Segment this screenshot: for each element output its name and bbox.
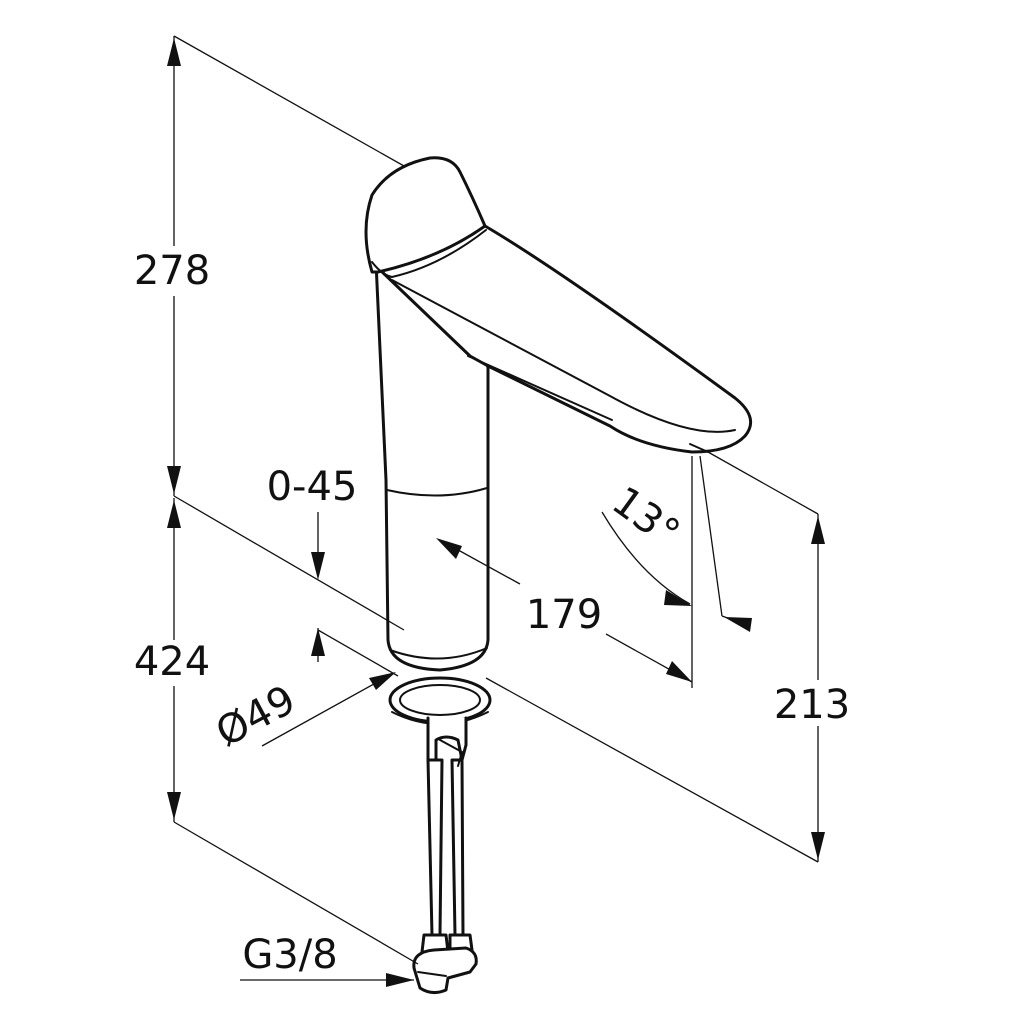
angle-arc-13 bbox=[601, 511, 691, 605]
supply-hose-right bbox=[450, 758, 465, 937]
arrow-179-right bbox=[666, 661, 692, 682]
leader-line-diameter bbox=[261, 673, 393, 747]
connector-hex-line bbox=[417, 971, 447, 977]
extension-line-base-right bbox=[485, 677, 819, 863]
arrow-13-left bbox=[664, 590, 692, 606]
label-outlet-height: 213 bbox=[774, 682, 850, 728]
label-reach: 179 bbox=[526, 592, 602, 638]
arrow-213-top bbox=[811, 516, 825, 544]
supply-hose-left bbox=[426, 758, 444, 937]
arrow-13-right bbox=[724, 617, 752, 632]
spout-outlet bbox=[689, 443, 709, 453]
spout-underside-line bbox=[467, 355, 613, 421]
arrow-278-bottom bbox=[167, 466, 181, 494]
body-bottom-seam bbox=[389, 647, 488, 660]
label-total-height: 424 bbox=[134, 639, 210, 685]
angle-line-13 bbox=[699, 455, 723, 617]
arrow-179-left bbox=[436, 538, 462, 559]
extension-line-outlet bbox=[707, 451, 819, 515]
body-band-seam bbox=[386, 487, 488, 497]
connector-fitting bbox=[412, 946, 478, 995]
arrow-278-top bbox=[167, 38, 181, 66]
label-spout-angle: 13° bbox=[603, 478, 687, 557]
extension-line-bottom bbox=[173, 821, 419, 965]
arrow-213-bottom bbox=[811, 832, 825, 860]
arrow-424-top bbox=[167, 500, 181, 528]
hose-clip bbox=[439, 739, 463, 767]
mounting-shank bbox=[426, 716, 468, 762]
arrow-424-bottom bbox=[167, 792, 181, 820]
label-base-diameter: Ø49 bbox=[209, 677, 303, 756]
faucet-illustration bbox=[364, 156, 753, 995]
faucet-lever bbox=[364, 156, 487, 274]
spout-top-line bbox=[391, 279, 736, 433]
extension-line-top bbox=[173, 35, 405, 167]
arrow-base-marker bbox=[311, 628, 325, 656]
label-spout-height: 278 bbox=[134, 248, 210, 294]
extension-line-base-left bbox=[317, 629, 399, 677]
base-ring-inner bbox=[399, 684, 481, 716]
lever-parting-line bbox=[371, 229, 487, 278]
arrow-diameter bbox=[369, 672, 396, 690]
extension-line-body bbox=[173, 495, 405, 631]
arrow-0-45 bbox=[311, 552, 325, 580]
label-connection-thread: G3/8 bbox=[242, 932, 337, 978]
dimension-lines bbox=[167, 35, 825, 987]
arrow-thread bbox=[386, 973, 414, 987]
label-lever-range: 0-45 bbox=[267, 464, 358, 510]
